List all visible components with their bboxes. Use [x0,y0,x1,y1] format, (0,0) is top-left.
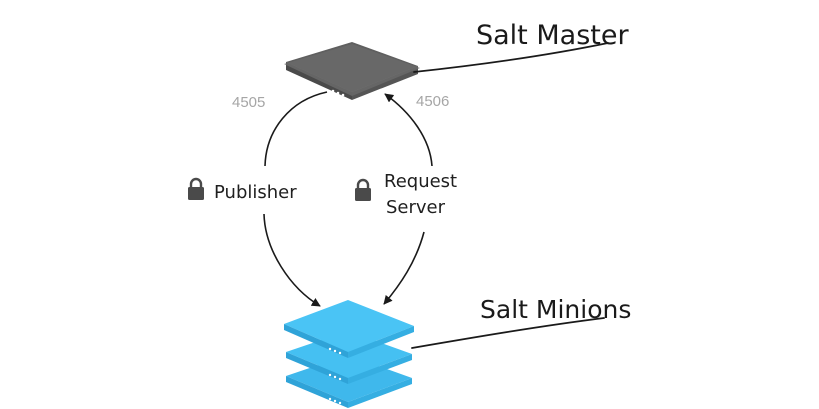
request-server-arrow-lower [383,231,425,305]
request-server-port-label: 4506 [416,93,449,110]
publisher-label: Publisher [214,182,297,203]
salt-minions-label: Salt Minions [480,295,631,324]
salt-master-leader-line [413,42,609,73]
salt-minions-server-stack-icon [284,300,414,408]
request-server-label-line2: Server [386,197,446,218]
salt-minions-leader-line [411,317,605,349]
publisher-arrow-upper [264,91,328,167]
salt-master-server-icon [284,42,420,100]
publisher-port-label: 4505 [232,94,265,111]
request-server-lock-icon [355,178,371,201]
request-server-arrow-upper [384,93,433,167]
publisher-arrow-lower [263,213,321,307]
request-server-label-line1: Request [384,171,457,192]
publisher-lock-icon [188,177,204,200]
salt-master-label: Salt Master [476,20,629,51]
